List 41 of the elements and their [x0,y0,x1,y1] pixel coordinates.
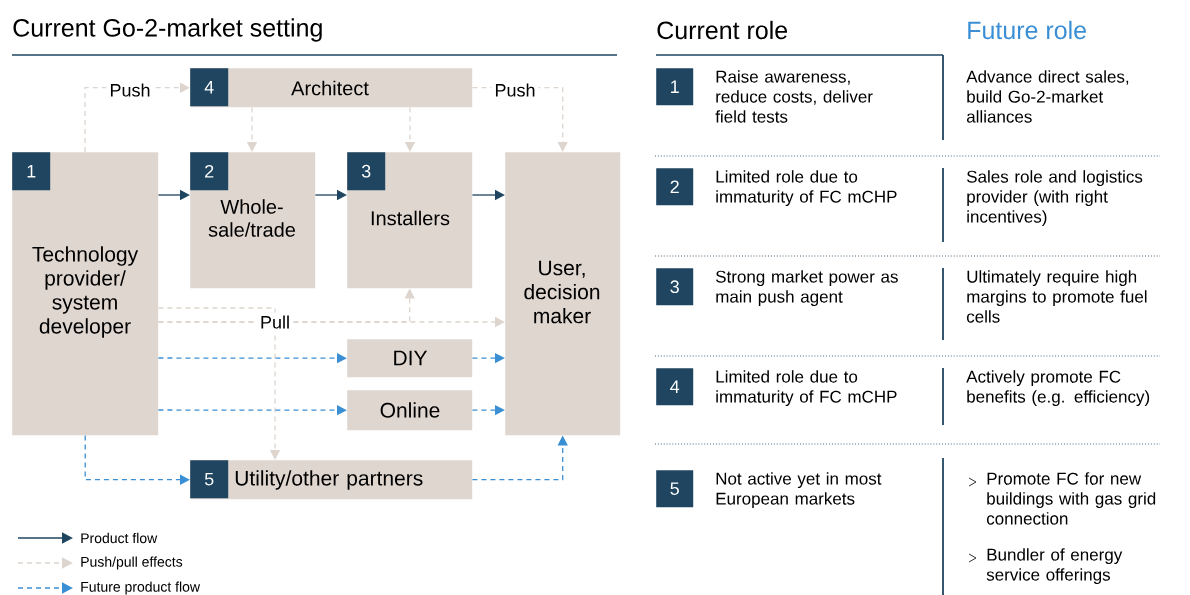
cell-text: Actively promote FC benefits (e.g. efficiency) [966,370,1150,407]
edge-label: Pull [257,312,293,332]
number-badge: 4 [190,68,229,107]
cell-text: Advance direct sales, build Go-2-market alliances [966,70,1129,123]
column-heading: Future role [968,20,1086,40]
number-badge: 1 [656,68,694,106]
bullet-text: Promote FC for new buildings with gas grid connection [986,472,1156,525]
cell-text: Not active yet in most European markets [716,472,882,509]
arrow [471,87,568,152]
cell-text: Sales role and logistics provider (with right incentives) [967,170,1143,227]
legend-text: Product flow [81,532,158,544]
cell-text: Limited role due to immaturity of FC mCHP [716,370,897,407]
process-box: 3 Installers [347,152,473,289]
cell-text: Limited role due to immaturity of FC mCHP [716,170,897,207]
bullet-text: Bundler of energy service offerings [986,548,1123,585]
arrow [157,307,281,460]
legend-text: Future product flow [81,581,201,595]
number-badge: 2 [656,168,694,206]
process-box: Online [347,390,473,431]
edge-label: Push [106,80,154,100]
edge-label: Push [491,80,539,100]
number-badge: 5 [656,470,694,508]
column-heading: Current role [657,20,788,40]
process-box: 1 Technology provider/ system developer [12,152,159,436]
number-badge: 3 [656,268,694,306]
process-box: 4 Architect [190,68,473,108]
title: Current Go-2-market setting [13,18,322,42]
process-box: User, decision maker [505,152,621,436]
process-box: 5 Utility/other partners [190,460,473,500]
cell-text: Ultimately require high margins to promote fuel cells [966,270,1147,323]
legend-text: Push/pull effects [81,556,183,570]
number-badge: 1 [12,152,51,191]
process-box: DIY [347,339,473,378]
arrow [84,434,190,485]
number-badge: 5 [190,460,229,499]
number-badge: 4 [656,368,694,406]
number-badge: 2 [190,152,229,191]
cell-text: Raise awareness, reduce costs, deliver field tests [715,70,873,123]
process-box: 2 Whole- sale/trade [190,152,316,289]
cell-text: Strong market power as main push agent [716,270,898,307]
number-badge: 3 [347,152,386,191]
